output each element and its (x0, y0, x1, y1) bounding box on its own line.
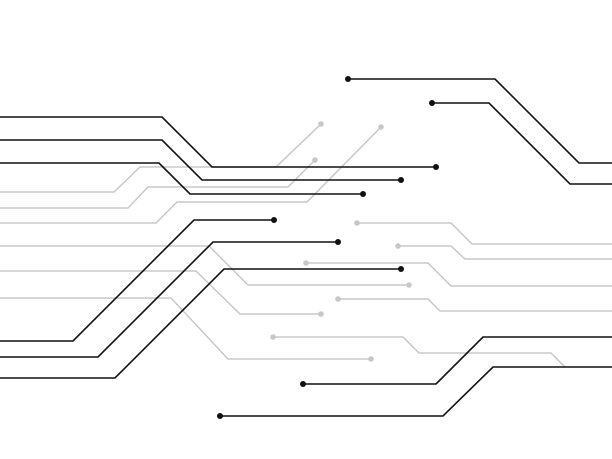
light-trace (0, 270, 321, 315)
light-trace (0, 245, 409, 286)
dark-trace-pad (398, 177, 404, 183)
dark-trace (0, 162, 363, 195)
dark-trace-pad (433, 164, 439, 170)
light-trace-pad (406, 282, 412, 288)
light-trace-pad (318, 121, 324, 127)
light-trace (0, 126, 382, 224)
dark-trace-pad (429, 100, 435, 106)
light-trace-pad (303, 260, 309, 266)
dark-trace-layer (0, 76, 612, 419)
dark-trace-pad (398, 266, 404, 272)
dark-trace-pad (271, 217, 277, 223)
light-trace (306, 262, 612, 287)
light-trace (273, 336, 566, 368)
dark-trace-pad (345, 76, 351, 82)
light-trace-pad (312, 157, 318, 163)
dark-trace-pad (360, 191, 366, 197)
light-trace (0, 123, 322, 193)
dark-trace-pad (335, 239, 341, 245)
dark-trace (0, 219, 274, 342)
dark-trace (432, 102, 612, 185)
light-trace-pad (335, 296, 341, 302)
dark-trace (0, 116, 436, 168)
dark-trace-pad (300, 381, 306, 387)
light-trace-pad (270, 334, 276, 340)
dark-trace (348, 78, 612, 164)
light-trace (0, 159, 316, 209)
light-trace (338, 298, 612, 312)
dark-trace (0, 139, 401, 181)
light-trace-pad (354, 220, 360, 226)
light-trace (398, 245, 612, 260)
dark-trace (303, 336, 612, 385)
dark-trace (220, 366, 612, 417)
dark-trace (0, 241, 338, 358)
light-trace-pad (318, 311, 324, 317)
light-trace-pad (368, 356, 374, 362)
light-trace (0, 297, 371, 360)
light-trace-layer (0, 121, 612, 368)
light-trace-pad (395, 243, 401, 249)
dark-trace-pad (217, 413, 223, 419)
light-trace (357, 222, 612, 245)
light-trace-pad (378, 124, 384, 130)
dark-trace (0, 268, 401, 379)
